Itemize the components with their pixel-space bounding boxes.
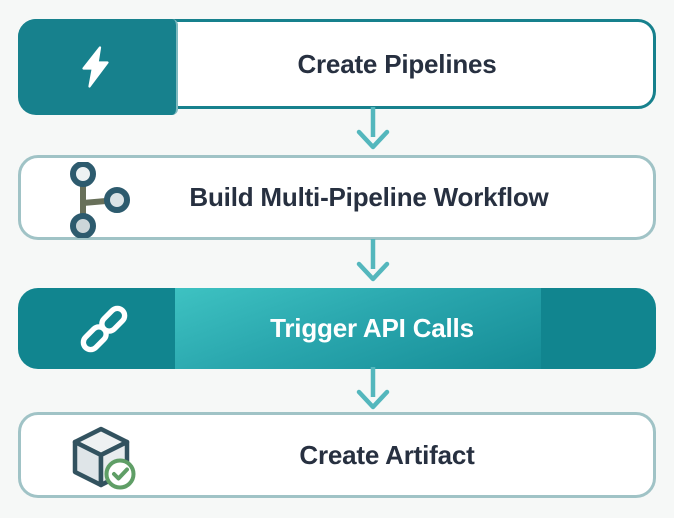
step-label: Create Artifact [299, 439, 475, 470]
step-label: Build Multi-Pipeline Workflow [189, 182, 549, 212]
step-create-artifact: Create Artifact [18, 412, 656, 498]
step-label: Trigger API Calls [270, 313, 474, 343]
step-trigger-api-calls: Trigger API Calls [18, 288, 656, 369]
down-arrow-icon [356, 367, 390, 410]
down-arrow-icon [356, 239, 390, 282]
step-build-multi-pipeline-workflow: Build Multi-Pipeline Workflow [18, 155, 656, 240]
step-label: Create Pipelines [297, 48, 497, 79]
lightning-bolt-icon [82, 46, 109, 88]
step-create-pipelines: Create Pipelines [18, 19, 656, 115]
down-arrow-icon [356, 107, 390, 150]
workflow-nodes-icon [70, 161, 130, 238]
lightning-icon-panel [18, 19, 178, 115]
highlight-gradient-panel [175, 288, 541, 369]
chain-link-icon [80, 305, 128, 352]
cube-check-icon [72, 426, 136, 490]
